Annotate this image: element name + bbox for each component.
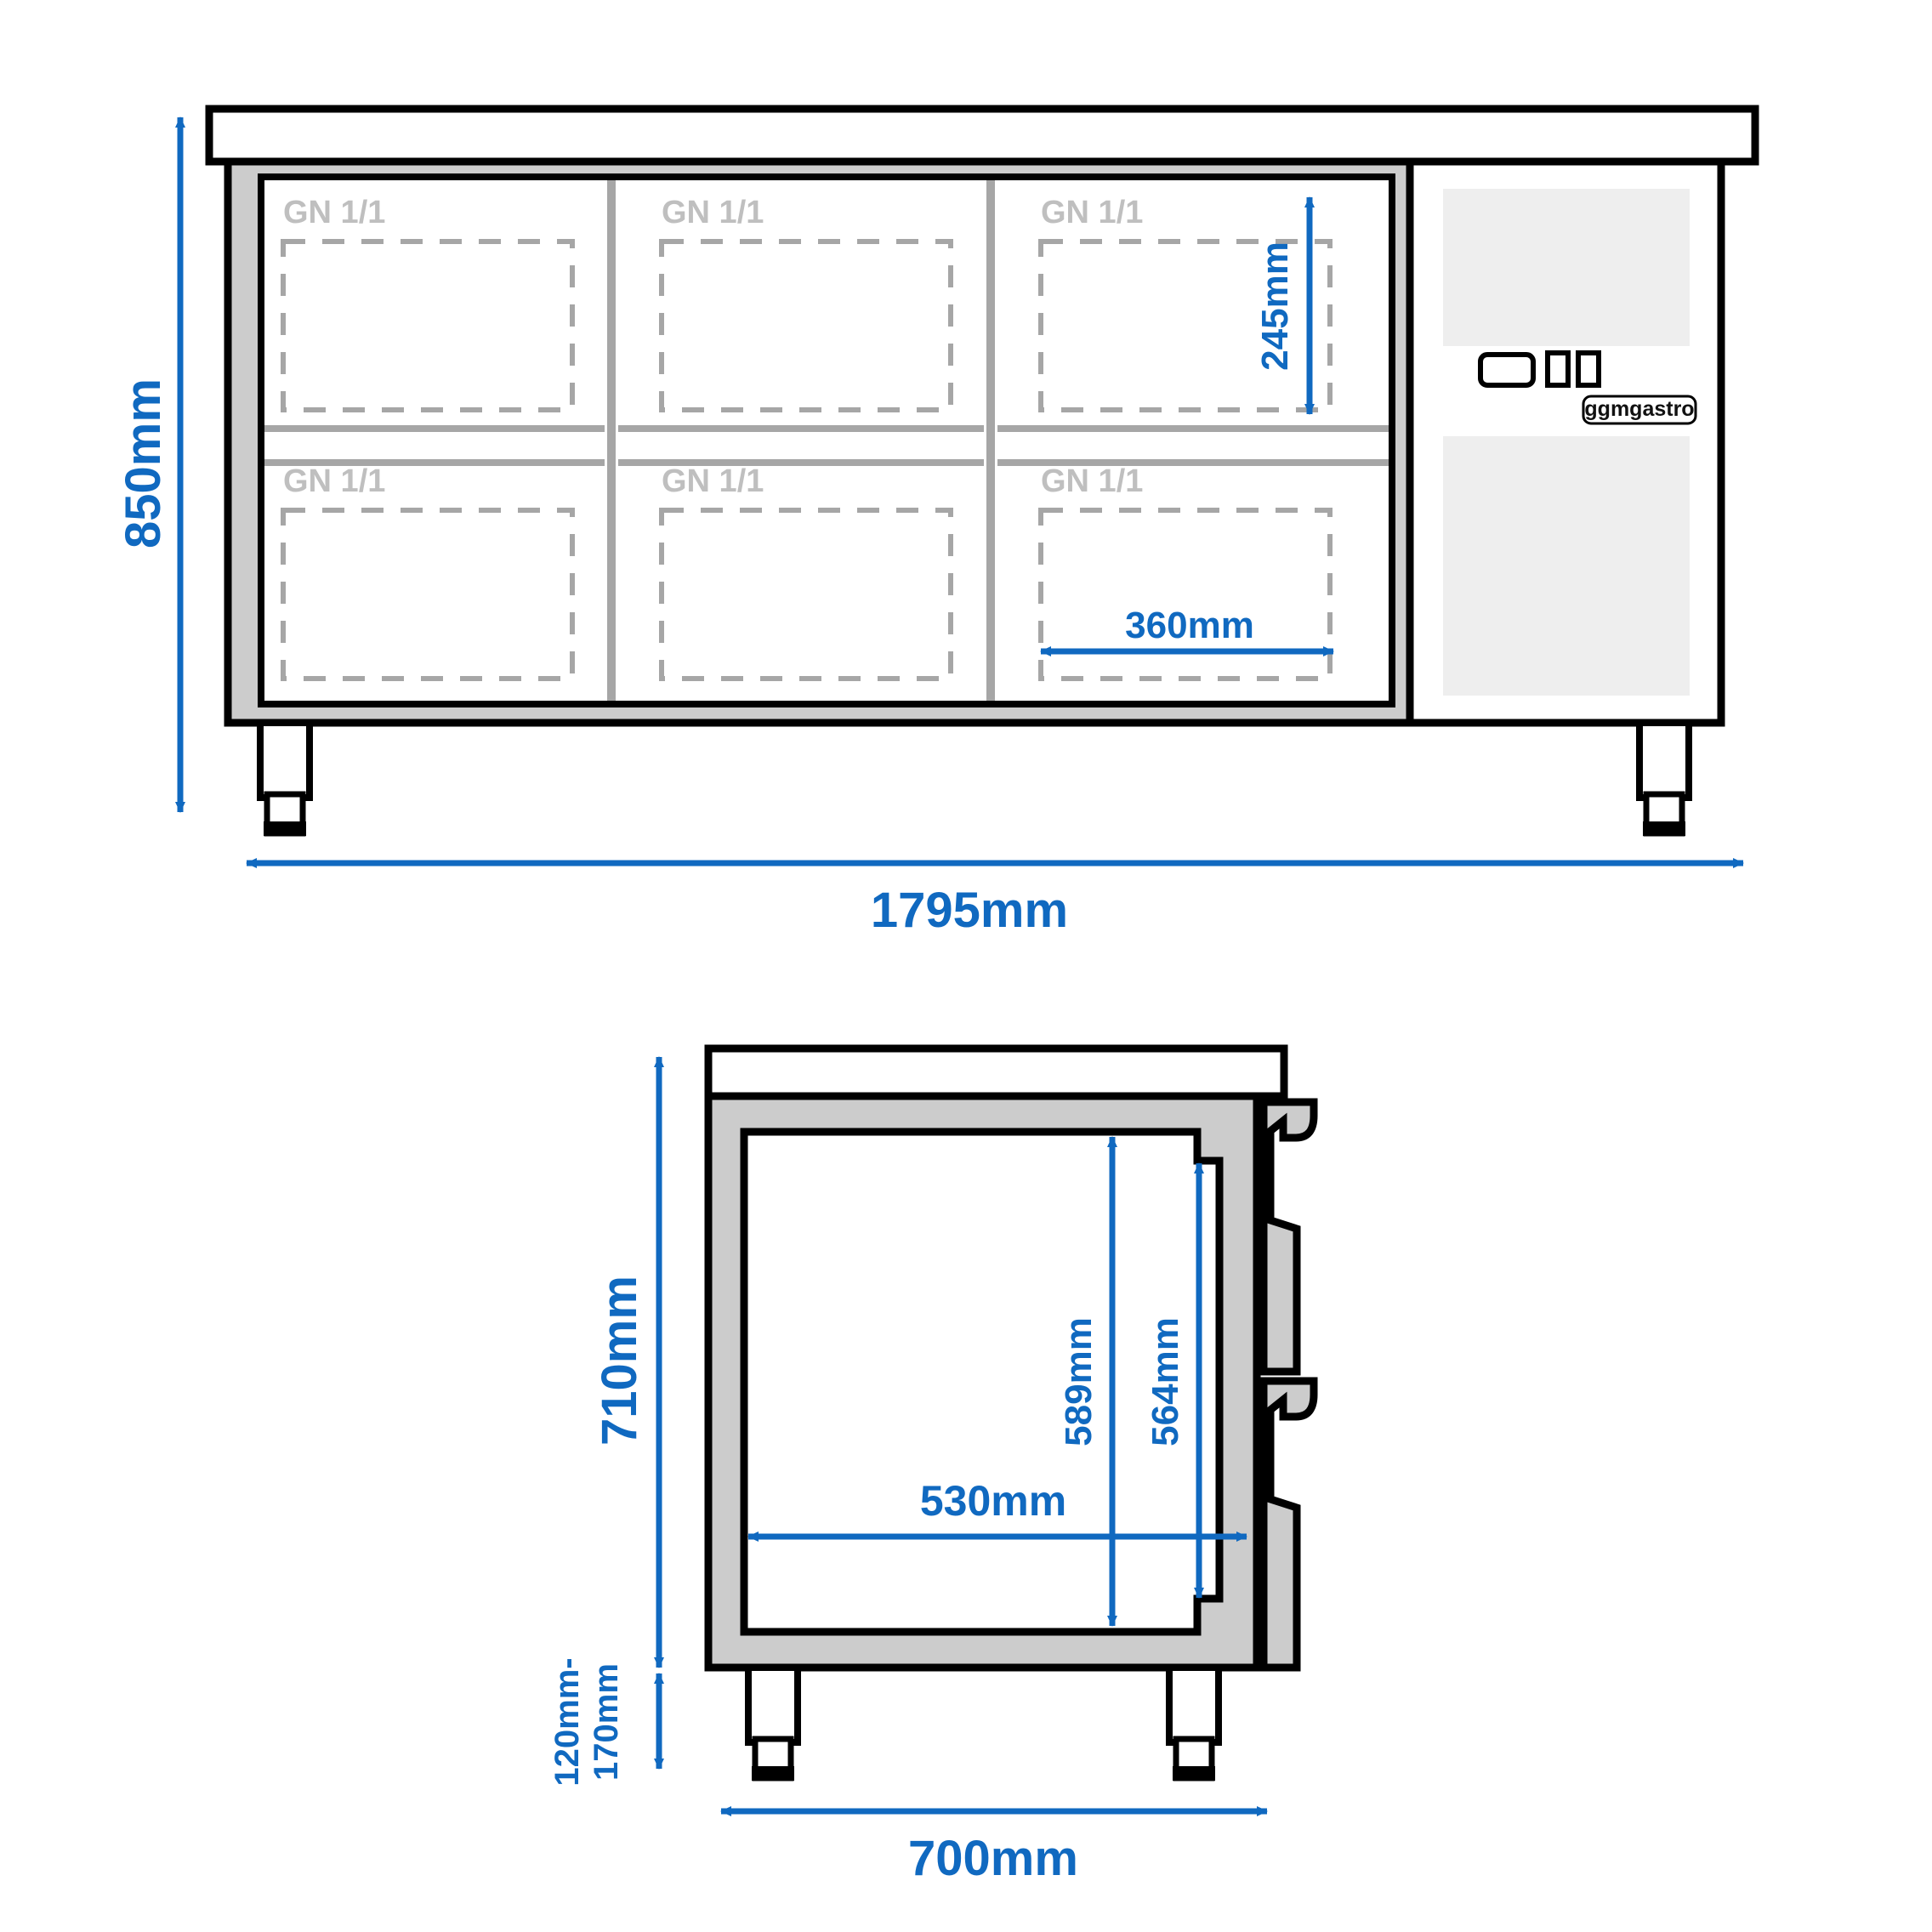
- gn-pan-outline-5: [659, 508, 953, 681]
- front-drawer-block: [258, 173, 1395, 707]
- gn-label-2: GN 1/1: [662, 195, 764, 230]
- control-button-1[interactable]: [1545, 350, 1571, 388]
- gn-label-1: GN 1/1: [283, 195, 385, 230]
- gn-label-4: GN 1/1: [283, 463, 385, 499]
- dimension-width-360: 360mm: [1040, 605, 1334, 656]
- front-row-split-a1: [264, 425, 605, 432]
- dimension-label-564: 564mm: [1145, 1317, 1186, 1446]
- gn-label-6: GN 1/1: [1041, 463, 1143, 499]
- front-row-split-c2: [997, 459, 1389, 466]
- front-row-split-c1: [997, 425, 1389, 432]
- dimension-label-700: 700mm: [908, 1831, 1078, 1886]
- vent-panel-lower: [1443, 436, 1690, 696]
- front-worktop: [205, 105, 1759, 166]
- front-leg-right: [1636, 719, 1692, 837]
- front-view: GN 1/1 GN 1/1 GN 1/1 GN 1/1 GN 1/1 GN 1/…: [116, 105, 1759, 938]
- side-door-upper[interactable]: [1259, 1098, 1318, 1376]
- dimension-label-710: 710mm: [592, 1276, 647, 1446]
- dimension-label-589: 589mm: [1058, 1317, 1100, 1446]
- front-column-divider-2: [986, 180, 995, 701]
- dimension-label-850: 850mm: [116, 378, 171, 548]
- control-button-2[interactable]: [1576, 350, 1601, 388]
- brand-label: ggmgastro: [1584, 397, 1694, 421]
- dimension-label-120mm: 120mm-: [548, 1657, 586, 1786]
- dimension-width-1795: 1795mm: [246, 858, 1744, 938]
- dimension-label-530: 530mm: [920, 1477, 1066, 1525]
- gn-pan-outline-4: [281, 508, 575, 681]
- front-leg-left: [257, 719, 313, 837]
- front-row-split-b1: [618, 425, 984, 432]
- dimension-label-245: 245mm: [1254, 242, 1296, 371]
- dimension-height-589: 589mm: [1058, 1136, 1117, 1627]
- front-row-split-b2: [618, 459, 984, 466]
- gn-pan-outline-1: [281, 239, 575, 412]
- side-leg-right: [1166, 1664, 1222, 1781]
- gn-pan-outline-6: [1038, 508, 1333, 681]
- gn-pan-outline-3: [1038, 239, 1333, 412]
- vent-panel-upper: [1443, 189, 1690, 346]
- dimension-label-170mm: 170mm: [588, 1663, 625, 1781]
- dimension-label-1795: 1795mm: [871, 883, 1068, 938]
- dimension-height-850: 850mm: [116, 116, 185, 813]
- side-door-lower[interactable]: [1259, 1377, 1318, 1672]
- side-leg-left: [745, 1664, 801, 1781]
- dimension-label-360: 360mm: [1125, 605, 1254, 646]
- gn-pan-outline-2: [659, 239, 953, 412]
- dimension-leg-height: 120mm- 170mm: [548, 1657, 664, 1787]
- dimension-height-710: 710mm: [592, 1056, 664, 1668]
- dimension-height-564: 564mm: [1145, 1162, 1204, 1599]
- brand-badge: [1582, 395, 1697, 425]
- gn-label-3: GN 1/1: [1041, 195, 1143, 230]
- side-view: 710mm 120mm- 170mm 589mm 564mm 530mm 700…: [548, 1044, 1318, 1886]
- side-inner-cavity: [740, 1128, 1224, 1636]
- gn-label-5: GN 1/1: [662, 463, 764, 499]
- front-column-divider-1: [607, 180, 616, 701]
- dimension-height-245: 245mm: [1254, 196, 1315, 415]
- side-worktop: [704, 1044, 1288, 1100]
- dimension-depth-700: 700mm: [720, 1806, 1268, 1886]
- display-readout[interactable]: [1478, 352, 1536, 388]
- dimension-depth-530: 530mm: [747, 1477, 1247, 1542]
- front-row-split-a2: [264, 459, 605, 466]
